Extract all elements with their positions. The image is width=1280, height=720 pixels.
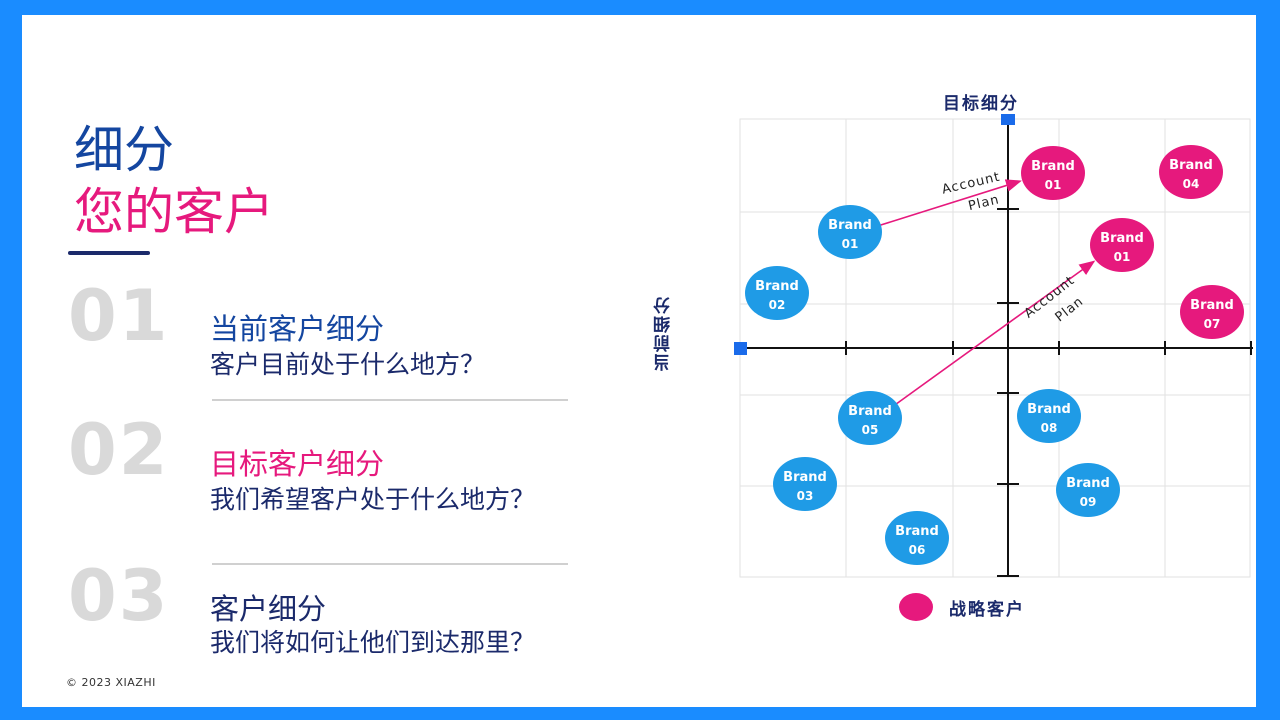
account-plan-arrow <box>880 179 1022 226</box>
brand-label: Brand <box>1027 402 1071 417</box>
item-number-03: 03 <box>68 555 170 637</box>
brand-label: Brand <box>1031 159 1075 174</box>
item-number-02: 02 <box>68 409 170 491</box>
copyright: © 2023 XIAZHI <box>66 676 156 689</box>
legend-marker <box>899 593 933 621</box>
slide: 细分 您的客户 01 当前客户细分 客户目前处于什么地方？ 02 目标客户细分 … <box>22 15 1256 707</box>
item-sub-01: 客户目前处于什么地方？ <box>210 350 486 379</box>
brand-label: Brand <box>1066 476 1110 491</box>
brand-node-current-06: Brand 06 <box>885 511 949 565</box>
brand-circle <box>1056 463 1120 517</box>
brand-node-current-09: Brand 09 <box>1056 463 1120 517</box>
account-plan-arrow <box>895 260 1096 405</box>
brand-node-current-03: Brand 03 <box>773 457 837 511</box>
brand-number: 04 <box>1183 177 1200 191</box>
y-axis-end-marker <box>1001 114 1015 125</box>
x-axis-end-marker <box>734 342 747 355</box>
legend-label: 战略客户 <box>949 599 1025 620</box>
brand-number: 06 <box>909 543 926 557</box>
brand-label: Brand <box>848 404 892 419</box>
item-heading-02: 目标客户细分 <box>210 447 385 481</box>
brand-node-target-04: Brand 04 <box>1159 145 1223 199</box>
brand-number: 01 <box>1114 250 1131 264</box>
legend: 战略客户 <box>899 593 1025 621</box>
title-line-1: 细分 <box>74 121 174 179</box>
brand-number: 05 <box>862 423 879 437</box>
nodes: Brand01Brand02Brand05Brand03Brand06Brand… <box>745 145 1244 565</box>
brand-circle <box>1090 218 1154 272</box>
title-underline <box>68 251 150 255</box>
brand-node-target-01a: Brand 01 <box>1021 146 1085 200</box>
brand-label: Brand <box>755 279 799 294</box>
arrow-label: Plan <box>967 192 1001 214</box>
brand-node-target-07: Brand 07 <box>1180 285 1244 339</box>
brand-label: Brand <box>1190 298 1234 313</box>
divider <box>212 563 568 565</box>
brand-node-current-01: Brand 01 <box>818 205 882 259</box>
brand-number: 01 <box>1045 178 1062 192</box>
brand-number: 01 <box>842 237 859 251</box>
item-number-01: 01 <box>68 275 170 357</box>
item-sub-02: 我们希望客户处于什么地方？ <box>210 485 536 514</box>
item-heading-01: 当前客户细分 <box>210 312 385 346</box>
brand-circle <box>773 457 837 511</box>
brand-label: Brand <box>1169 158 1213 173</box>
brand-circle <box>838 391 902 445</box>
brand-number: 09 <box>1080 495 1097 509</box>
brand-label: Brand <box>783 470 827 485</box>
brand-circle <box>1180 285 1244 339</box>
title-line-2: 您的客户 <box>74 183 274 241</box>
brand-node-current-02: Brand 02 <box>745 266 809 320</box>
item-heading-03: 客户细分 <box>210 592 327 626</box>
brand-number: 02 <box>769 298 786 312</box>
brand-node-current-08: Brand 08 <box>1017 389 1081 443</box>
brand-label: Brand <box>828 218 872 233</box>
brand-number: 03 <box>797 489 814 503</box>
axes <box>734 114 1253 577</box>
brand-circle <box>1017 389 1081 443</box>
brand-circle <box>1021 146 1085 200</box>
brand-circle <box>818 205 882 259</box>
item-sub-03: 我们将如何让他们到达那里？ <box>210 628 536 657</box>
divider <box>212 399 568 401</box>
brand-node-current-05: Brand 05 <box>838 391 902 445</box>
brand-node-target-01b: Brand 01 <box>1090 218 1154 272</box>
brand-number: 07 <box>1204 317 1221 331</box>
brand-circle <box>1159 145 1223 199</box>
brand-label: Brand <box>1100 231 1144 246</box>
brand-circle <box>745 266 809 320</box>
brand-number: 08 <box>1041 421 1058 435</box>
brand-circle <box>885 511 949 565</box>
brand-label: Brand <box>895 524 939 539</box>
y-axis-label: 目标细分 <box>943 94 1019 114</box>
